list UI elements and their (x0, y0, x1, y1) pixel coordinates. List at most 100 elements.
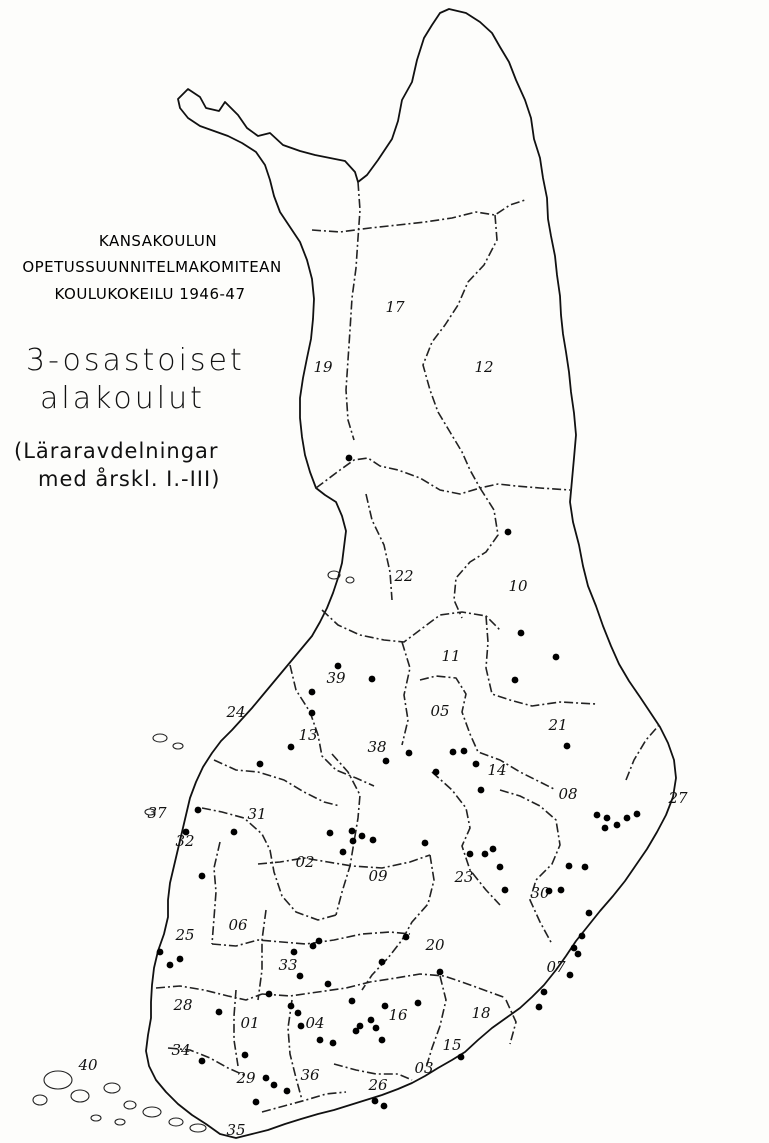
district-label-09: 09 (368, 867, 388, 885)
district-label-20: 20 (424, 936, 445, 954)
district-label-34: 34 (171, 1041, 190, 1059)
school-dot (565, 862, 573, 870)
title-line-1: KANSAKOULUN (99, 232, 217, 250)
school-dot (252, 1098, 260, 1106)
school-dot (345, 454, 353, 462)
school-dot (601, 824, 609, 832)
district-label-02: 02 (295, 853, 314, 871)
archipelago-islands (32, 570, 355, 1133)
school-dot (613, 821, 621, 829)
school-dot (294, 1009, 302, 1017)
school-dot (421, 839, 429, 847)
district-label-22: 22 (393, 567, 413, 585)
school-dot (457, 1053, 465, 1061)
school-dot (477, 786, 485, 794)
school-dot (367, 1016, 375, 1024)
school-dot (381, 1002, 389, 1010)
school-dot (329, 1039, 337, 1047)
school-dot (182, 828, 190, 836)
district-label-33: 33 (278, 956, 297, 974)
school-dot (241, 1051, 249, 1059)
district-label-03: 03 (414, 1059, 433, 1077)
school-dot (348, 997, 356, 1005)
school-dot (308, 688, 316, 696)
district-label-12: 12 (474, 358, 493, 376)
district-label-19: 19 (313, 358, 333, 376)
school-dot (517, 629, 525, 637)
school-dot (545, 887, 553, 895)
school-dot (489, 845, 497, 853)
school-dot (449, 748, 457, 756)
school-dot (256, 760, 264, 768)
school-dot (566, 971, 574, 979)
subheading-line-2: med årskl. I.-III) (38, 466, 220, 491)
title-line-3: KOULUKOKEILU 1946-47 (55, 285, 246, 303)
country-outline (145, 8, 677, 1139)
school-dot (339, 848, 347, 856)
school-dot (230, 828, 238, 836)
school-dot (296, 972, 304, 980)
school-dot (348, 827, 356, 835)
district-label-32: 32 (175, 832, 194, 850)
district-label-21: 21 (547, 716, 567, 734)
school-dot (481, 850, 489, 858)
district-label-04: 04 (305, 1014, 324, 1032)
school-dot (358, 832, 366, 840)
district-label-15: 15 (442, 1036, 461, 1054)
school-dot (270, 1081, 278, 1089)
district-label-01: 01 (240, 1014, 259, 1032)
school-dot (198, 872, 206, 880)
district-label-08: 08 (558, 785, 577, 803)
district-label-23: 23 (453, 868, 473, 886)
school-dot (378, 958, 386, 966)
school-dot (308, 709, 316, 717)
school-dot (194, 806, 202, 814)
school-dot (623, 814, 631, 822)
district-label-10: 10 (508, 577, 528, 595)
district-label-25: 25 (174, 926, 194, 944)
school-dot (603, 814, 611, 822)
school-dot (593, 811, 601, 819)
title-line-2: OPETUSSUUNNITELMAKOMITEAN (22, 258, 281, 276)
school-dot (380, 1102, 388, 1110)
school-dot (265, 990, 273, 998)
district-label-39: 39 (326, 669, 346, 687)
school-dot (290, 948, 298, 956)
school-dot (570, 944, 578, 952)
school-dot (166, 961, 174, 969)
district-label-26: 26 (367, 1076, 388, 1094)
school-dot (262, 1074, 270, 1082)
district-label-40: 40 (77, 1056, 98, 1074)
school-dot (578, 932, 586, 940)
school-dot (563, 742, 571, 750)
district-label-36: 36 (300, 1066, 320, 1084)
school-dot (215, 1008, 223, 1016)
district-label-27: 27 (667, 789, 688, 807)
school-dot (287, 1002, 295, 1010)
school-dot (349, 837, 357, 845)
school-dot (574, 950, 582, 958)
school-dot (283, 1087, 291, 1095)
district-label-37: 37 (147, 804, 167, 822)
school-dot (176, 955, 184, 963)
district-label-29: 29 (235, 1069, 256, 1087)
heading-line-2: alakoulut (40, 381, 205, 416)
district-label-14: 14 (487, 761, 506, 779)
school-dot (326, 829, 334, 837)
school-dot (436, 968, 444, 976)
heading-line-1: 3-osastoiset (26, 343, 245, 378)
school-dot (297, 1022, 305, 1030)
district-label-18: 18 (471, 1004, 490, 1022)
school-dot (466, 850, 474, 858)
school-dot (432, 768, 440, 776)
school-dot (378, 1036, 386, 1044)
school-dot (382, 757, 390, 765)
district-label-11: 11 (441, 647, 460, 665)
school-dot (581, 863, 589, 871)
school-dot (504, 528, 512, 536)
district-label-38: 38 (367, 738, 386, 756)
school-dot (372, 1024, 380, 1032)
school-dot (585, 909, 593, 917)
school-dot (501, 886, 509, 894)
